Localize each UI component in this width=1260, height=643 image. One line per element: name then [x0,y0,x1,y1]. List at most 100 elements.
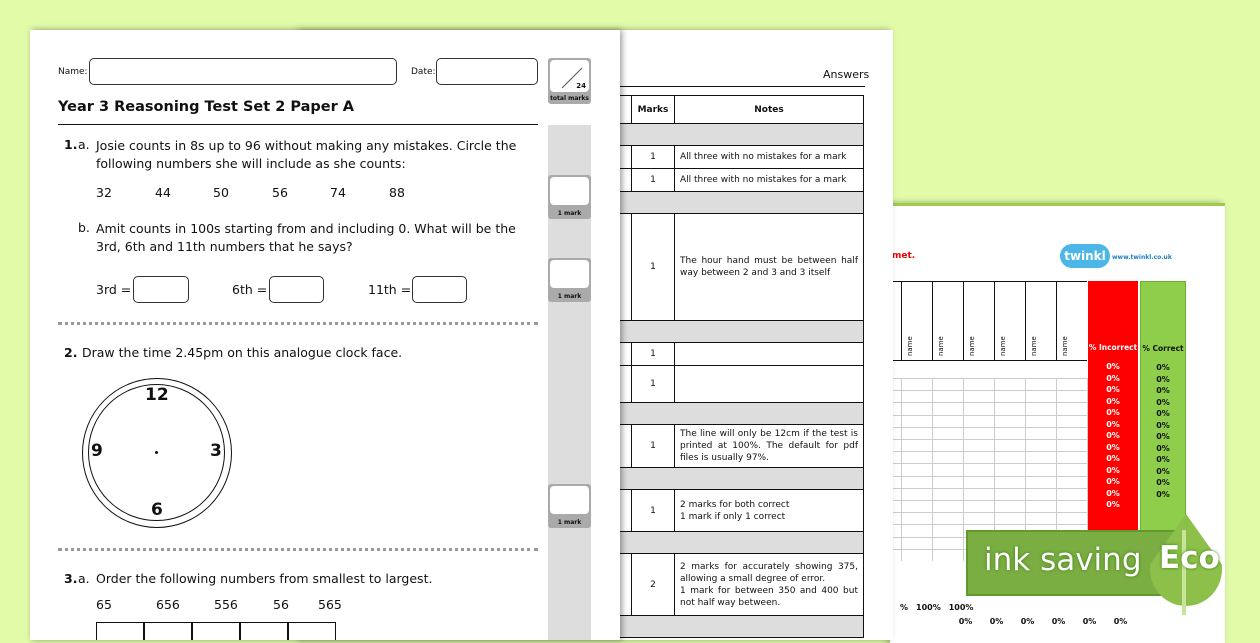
mark-box-3[interactable]: 1 mark [548,484,591,528]
grid-line [1056,378,1057,561]
grid-line [890,524,1088,526]
notes-cell: The line will only be 12cm if the test i… [674,424,864,468]
incorrect-value: 0% [1106,408,1120,417]
answer-label-3rd: 3rd = [96,282,132,297]
section-divider-row [618,615,864,638]
mark-label: 1 mark [557,293,582,300]
name-field[interactable] [89,58,397,85]
q1-number: 1. [64,137,78,152]
notes-cell [674,342,864,366]
summary-value: 0% [1051,617,1066,626]
clock-face[interactable]: 12 3 6 9 [82,378,232,528]
answer-field-11th[interactable] [412,276,467,303]
q1b-text: Amit counts in 100s starting from and in… [96,221,516,254]
mark-box-2[interactable]: 1 mark [548,258,591,302]
answer-field-3rd[interactable] [133,276,189,303]
order-answer-boxes[interactable] [96,622,336,640]
q3a-text: Order the following numbers from smalles… [96,571,433,586]
q1a-letter: a. [78,137,90,152]
clock-number-12: 12 [145,385,169,405]
grid-line [890,414,1088,416]
name-header-label: name [937,336,945,356]
name-column-header: name [1025,281,1056,361]
leaf-vein [1182,530,1186,615]
grid-line [901,378,902,561]
marks-cell: 1 [631,213,675,321]
name-column-header: name [963,281,994,361]
name-column-header [890,281,901,361]
q3a-number: 65 [96,597,112,612]
name-column-header: name [932,281,963,361]
q3a-number: 656 [156,597,180,612]
marks-cell: 1 [631,489,675,532]
incorrect-value: 0% [1106,454,1120,463]
incorrect-value: 0% [1106,373,1120,383]
q3a-letter: a. [78,571,90,586]
q1a-number: 32 [96,185,112,200]
notes-header: Notes [674,95,864,124]
correct-value: 0% [1156,397,1170,407]
total-marks-label: total marks [550,95,589,102]
q1a-number: 88 [389,185,405,200]
grid-line [890,475,1088,477]
section-divider-row [618,123,864,146]
q3a-number: 565 [318,597,342,612]
q1a-number: 74 [330,185,346,200]
date-field[interactable] [436,58,538,85]
q3-number: 3. [64,571,78,586]
grid-line [1025,378,1026,561]
date-label: Date: [411,67,436,77]
mark-box-1[interactable]: 1 mark [548,175,591,219]
grid-line [890,451,1088,453]
name-column-header: name [994,281,1025,361]
incorrect-value: 0% [1106,477,1120,486]
correct-value: 0% [1156,466,1170,476]
name-header-label: name [1061,336,1069,356]
summary-value: 0% [1020,617,1035,626]
grid-line [890,378,1088,379]
section-divider-row [618,531,864,554]
q1a-number: 56 [272,185,288,200]
answer-field-6th[interactable] [269,276,324,303]
grid-line [890,500,1088,501]
incorrect-value: 0% [1106,419,1120,429]
total-marks-value: 24 [576,82,586,90]
grid-line [890,402,1088,404]
total-marks-box: 24 total marks [548,58,591,104]
clock-center [155,451,158,454]
twinkl-url: www.twinkl.co.uk [1112,254,1172,261]
incorrect-value: 0% [1106,362,1120,371]
q3a-number: 56 [273,597,289,612]
summary-value: 0% [1113,617,1128,626]
correct-value: 0% [1156,374,1170,384]
grid-line [932,378,933,561]
q1a-text: Josie counts in 8s up to 96 without maki… [96,138,517,171]
q1b-letter: b. [78,220,90,235]
correct-value: 0% [1156,455,1170,464]
summary-value: 0% [989,617,1004,626]
correct-header: % Correct [1142,344,1184,353]
marks-cell: 1 [631,424,675,468]
q2-text: Draw the time 2.45pm on this analogue cl… [82,345,403,360]
summary-value: 0% [1082,617,1097,626]
mark-label: 1 mark [557,210,582,217]
name-column-header: name [901,281,932,361]
answer-label-11th: 11th = [368,282,412,297]
correct-value: 0% [1156,363,1170,372]
answer-label-6th: 6th = [232,282,268,297]
incorrect-value: 0% [1106,385,1120,394]
clock-number-6: 6 [151,500,163,520]
answer-row: 1 [618,342,864,366]
grid-line [890,426,1088,428]
correct-value: 0% [1156,409,1170,418]
name-header-label: name [906,336,914,356]
name-header-label: name [999,336,1007,356]
correct-value: 0% [1156,489,1170,499]
answers-title: Answers [823,68,870,81]
slash-icon [561,67,583,89]
